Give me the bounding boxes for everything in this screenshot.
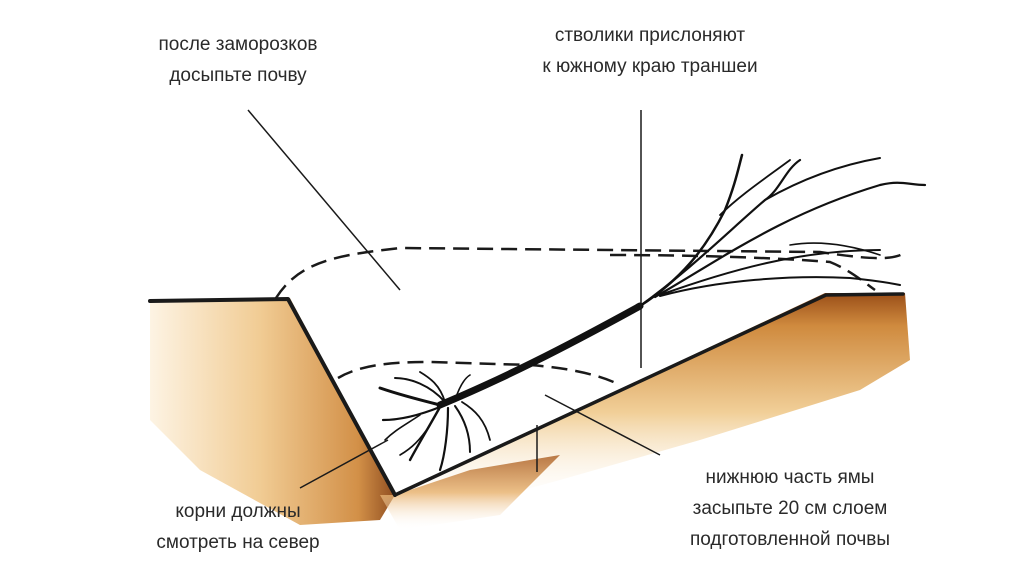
soil-left-bank [150,298,395,525]
annotation-line: смотреть на север [156,532,320,553]
trench-outline [148,292,905,497]
annotation-roots-north: корни должны смотреть на север [118,496,358,558]
annotation-line: стволики прислоняют [554,25,746,46]
pointer-lines [247,109,661,489]
seedling-tree [378,153,927,472]
annotation-line: досыпьте почву [169,65,307,86]
annotation-line: подготовленной почвы [689,529,891,550]
annotation-fill-bottom: нижнюю часть ямы засыпьте 20 см слоем по… [640,462,940,555]
annotation-line: нижнюю часть ямы [705,467,875,488]
annotation-line: к южному краю траншеи [542,56,758,77]
annotation-line: после заморозков [158,34,318,55]
annotation-refill-after-frost: после заморозков досыпьте почву [118,29,358,91]
annotation-line: корни должны [175,501,301,522]
pointer-bottomright [544,394,661,456]
pointer-topleft [247,109,401,291]
annotation-lean-south: стволики прислоняют к южному краю транше… [490,20,810,82]
annotation-line: засыпьте 20 см слоем [692,498,888,519]
pointer-bottomleft [299,439,389,489]
soil-right-bank [380,293,910,530]
